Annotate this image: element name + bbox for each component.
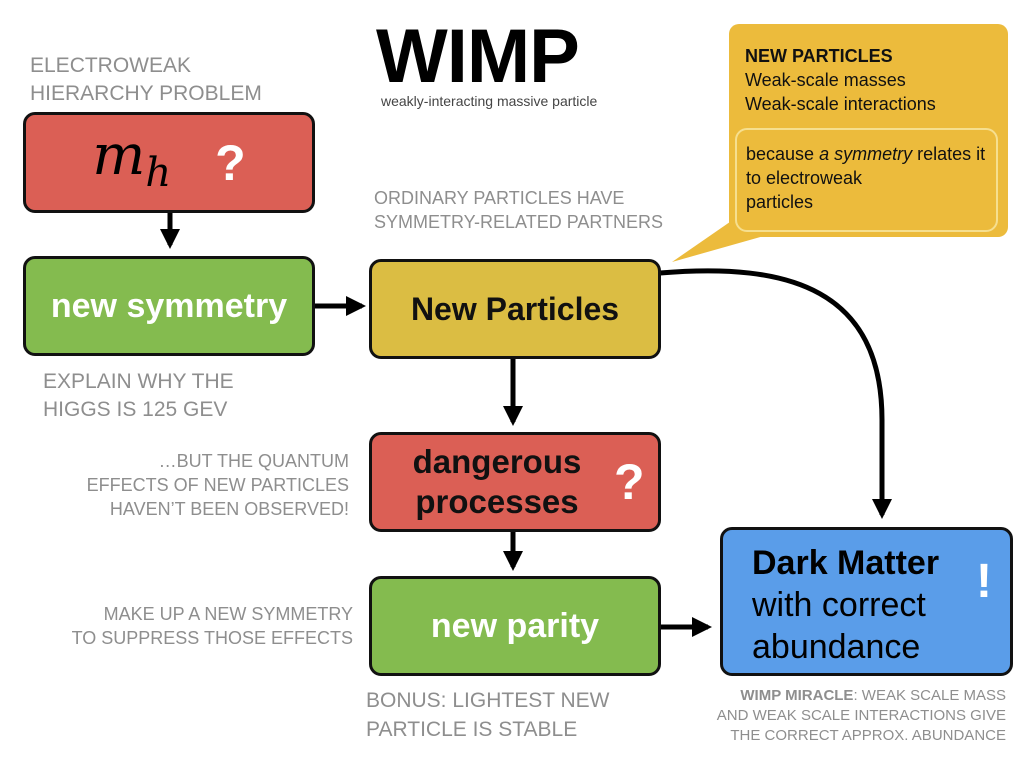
hierarchy-note: ELECTROWEAK HIERARCHY PROBLEM xyxy=(30,54,262,105)
callout-heading: NEW PARTICLES xyxy=(745,46,893,66)
wimp-miracle-label: WIMP MIRACLE xyxy=(740,687,854,704)
quantum-note: …BUT THE QUANTUM EFFECTS OF NEW PARTICLE… xyxy=(86,451,349,519)
callout-inner-box: because a symmetry relates it to electro… xyxy=(735,128,998,232)
arrow-particles-to-darkmatter xyxy=(659,268,892,519)
exclamation-icon: ! xyxy=(976,555,992,608)
callout-line-interactions: Weak-scale interactions xyxy=(745,94,936,114)
bonus-note: BONUS: LIGHTEST NEW PARTICLE IS STABLE xyxy=(366,689,610,741)
dark-matter-box: Dark Matter with correct abundance ! xyxy=(720,527,1013,676)
callout-line-masses: Weak-scale masses xyxy=(745,70,906,90)
dangerous-processes-label: dangerous processes xyxy=(412,443,582,520)
higgs-mass-box: mh ? xyxy=(23,112,315,213)
new-particles-callout: NEW PARTICLES Weak-scale masses Weak-sca… xyxy=(729,24,1008,237)
page-title: WIMP xyxy=(376,14,580,99)
question-mark-icon: ? xyxy=(215,134,246,191)
wimp-miracle-note: WIMP MIRACLE: WEAK SCALE MASS AND WEAK S… xyxy=(716,687,1006,744)
question-mark-icon: ? xyxy=(614,454,645,510)
page-subtitle: weakly-interacting massive particle xyxy=(381,93,598,109)
explain-note: EXPLAIN WHY THE HIGGS IS 125 GEV xyxy=(43,370,234,421)
new-parity-box: new parity xyxy=(369,576,661,676)
new-particles-box: New Particles xyxy=(369,259,661,359)
makeup-note: MAKE UP A NEW SYMMETRY TO SUPPRESS THOSE… xyxy=(71,604,353,648)
callout-emphasis: a symmetry xyxy=(819,144,913,164)
dark-matter-subtitle: with correct abundance xyxy=(752,586,926,666)
dangerous-processes-box: dangerous processes ? xyxy=(369,432,661,532)
ordinary-note: ORDINARY PARTICLES HAVE SYMMETRY-RELATED… xyxy=(374,188,664,232)
dark-matter-title: Dark Matter xyxy=(752,544,940,582)
higgs-mass-symbol: mh xyxy=(92,122,172,197)
new-symmetry-box: new symmetry xyxy=(23,256,315,356)
